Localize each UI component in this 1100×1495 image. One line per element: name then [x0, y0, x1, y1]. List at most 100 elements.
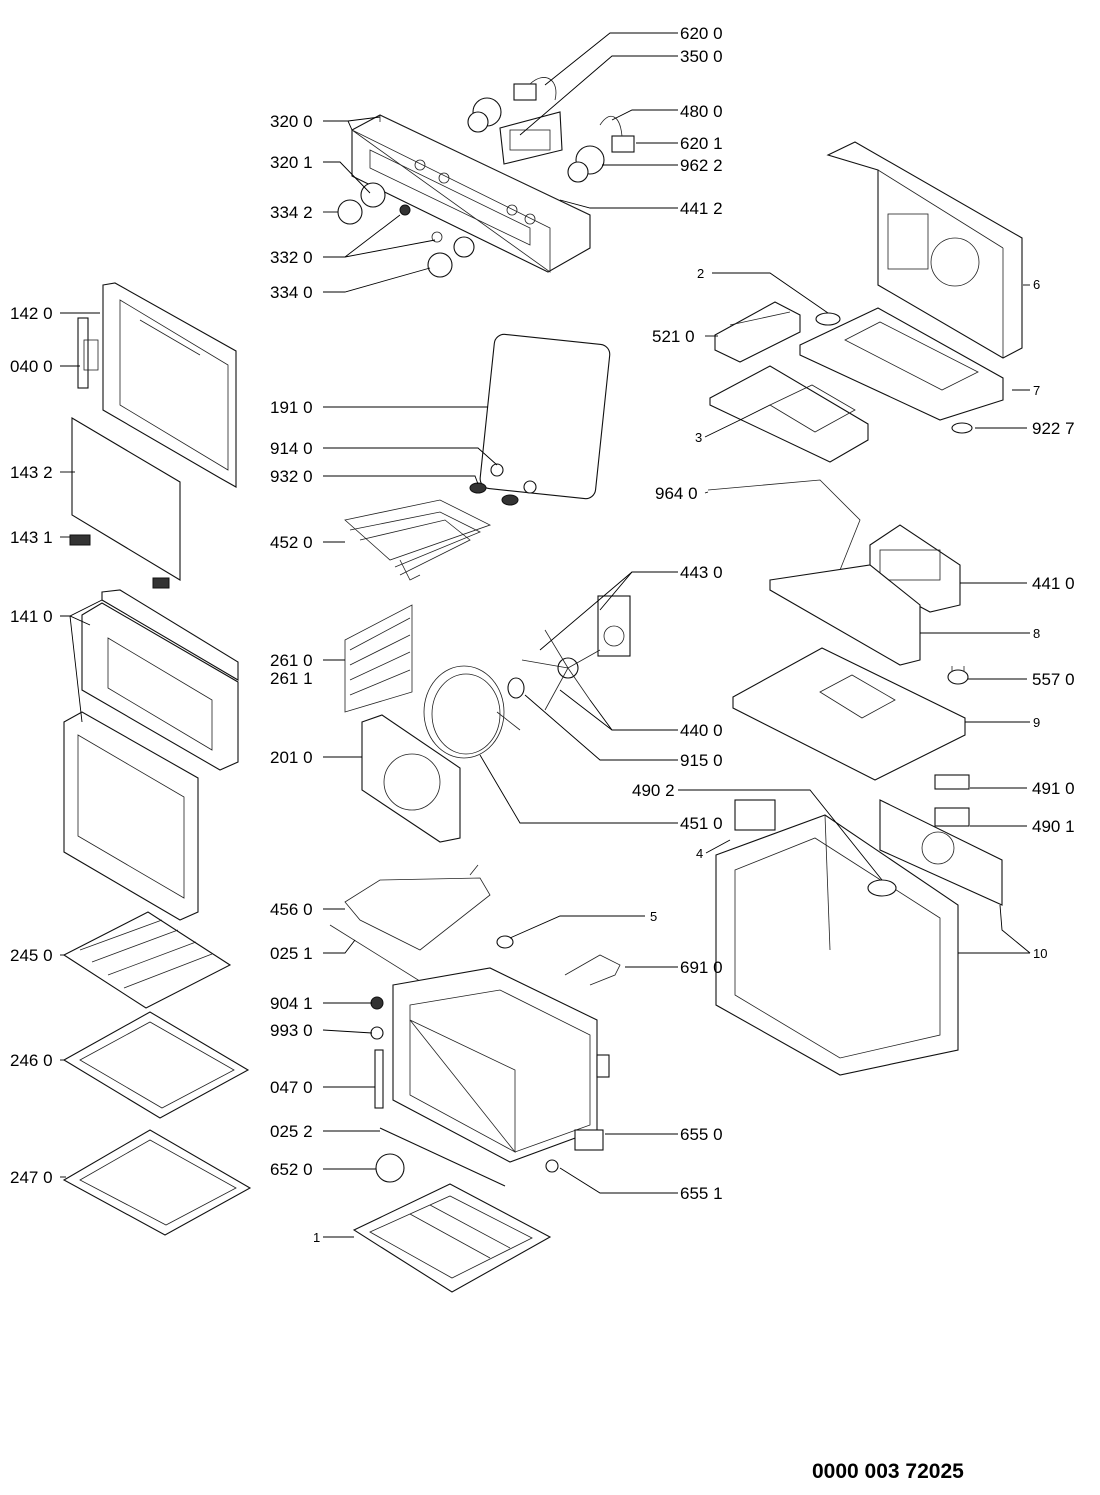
label-6: 6 — [1033, 277, 1040, 292]
safety-thermostat — [375, 1153, 405, 1183]
label-320-1: 320 1 — [270, 153, 313, 172]
label-620-1: 620 1 — [680, 134, 723, 153]
base-plate — [352, 1183, 552, 1293]
label-247-0: 247 0 — [10, 1168, 53, 1187]
label-5: 5 — [650, 909, 657, 924]
label-490-1: 490 1 — [1032, 817, 1075, 836]
label-332-0: 332 0 — [270, 248, 313, 267]
label-451-0: 451 0 — [680, 814, 723, 833]
baking-tray — [62, 1011, 250, 1119]
label-521-0: 521 0 — [652, 327, 695, 346]
label-143-1: 143 1 — [10, 528, 53, 547]
door-hinge — [77, 317, 99, 389]
label-141-0: 141 0 — [10, 607, 53, 626]
label-655-0: 655 0 — [680, 1125, 723, 1144]
grommet — [815, 312, 841, 326]
label-491-0: 491 0 — [1032, 779, 1075, 798]
door-gasket — [479, 333, 611, 500]
bottom-strip — [379, 1127, 506, 1187]
fan-blade — [521, 629, 601, 711]
label-025-1: 025 1 — [270, 944, 313, 963]
label-2: 2 — [697, 266, 704, 281]
fan-motor — [597, 595, 631, 657]
top-switches-group — [467, 77, 635, 183]
document-number: 0000 003 72025 — [812, 1460, 964, 1483]
part-labels: 620 0 350 0 320 0 480 0 620 1 320 1 962 … — [10, 24, 1075, 1245]
label-557-0: 557 0 — [1032, 670, 1075, 689]
label-914-0: 914 0 — [270, 439, 313, 458]
label-932-0: 932 0 — [270, 467, 313, 486]
label-443-0: 443 0 — [680, 563, 723, 582]
thermostat — [947, 666, 969, 685]
label-441-0: 441 0 — [1032, 574, 1075, 593]
label-1: 1 — [313, 1230, 320, 1245]
label-620-0: 620 0 — [680, 24, 723, 43]
label-7: 7 — [1033, 383, 1040, 398]
control-panel — [351, 114, 591, 273]
door-inner-frame — [102, 282, 237, 488]
terminal-block — [934, 774, 970, 790]
rear-panel — [361, 714, 461, 843]
label-9: 9 — [1033, 715, 1040, 730]
label-691-0: 691 0 — [680, 958, 723, 977]
label-246-0: 246 0 — [10, 1051, 53, 1070]
label-334-2: 334 2 — [270, 203, 313, 222]
label-655-1: 655 1 — [680, 1184, 723, 1203]
outer-door — [63, 589, 239, 921]
grill-element — [344, 499, 492, 581]
label-452-0: 452 0 — [270, 533, 313, 552]
washer — [951, 422, 973, 434]
clip — [370, 1026, 384, 1040]
leader-lines — [60, 32, 1031, 1238]
mounting-plate — [709, 365, 869, 463]
label-964-0: 964 0 — [655, 484, 698, 503]
circular-element — [423, 665, 521, 759]
door-glass — [71, 417, 181, 581]
label-962-2: 962 2 — [680, 156, 723, 175]
label-025-2: 025 2 — [270, 1122, 313, 1141]
knobs-group — [337, 182, 475, 278]
label-915-0: 915 0 — [680, 751, 723, 770]
label-440-0: 440 0 — [680, 721, 723, 740]
lamp — [496, 935, 514, 949]
label-261-1: 261 1 — [270, 669, 313, 688]
label-441-2: 441 2 — [680, 199, 723, 218]
shelf-supports — [344, 604, 413, 713]
label-320-0: 320 0 — [270, 112, 313, 131]
label-3: 3 — [695, 430, 702, 445]
cable-clamp — [734, 799, 776, 831]
wire-rack — [62, 911, 232, 1009]
label-047-0: 047 0 — [270, 1078, 313, 1097]
cooling-tube — [707, 479, 861, 571]
label-480-0: 480 0 — [680, 102, 723, 121]
label-993-0: 993 0 — [270, 1021, 313, 1040]
door-lock — [564, 954, 621, 986]
control-board — [714, 301, 801, 363]
cooling-duct — [769, 564, 921, 666]
label-652-0: 652 0 — [270, 1160, 313, 1179]
label-4: 4 — [696, 846, 703, 861]
filter — [934, 807, 970, 827]
label-904-1: 904 1 — [270, 994, 313, 1013]
oven-cavity — [392, 967, 610, 1163]
label-191-0: 191 0 — [270, 398, 313, 417]
top-tray — [799, 307, 1004, 421]
glass-clips — [69, 534, 170, 589]
lamp-cover — [545, 1159, 559, 1173]
label-245-0: 245 0 — [10, 946, 53, 965]
label-201-0: 201 0 — [270, 748, 313, 767]
label-350-0: 350 0 — [680, 47, 723, 66]
fan-bushing — [507, 677, 525, 699]
hinge-strip — [374, 1049, 384, 1109]
label-142-0: 142 0 — [10, 304, 53, 323]
top-cover-panel — [826, 141, 1023, 359]
label-922-7: 922 7 — [1032, 419, 1075, 438]
deep-tray — [62, 1129, 252, 1236]
separator-plate — [732, 647, 966, 781]
lamp-holder — [574, 1129, 604, 1151]
fixing-screw — [370, 996, 384, 1010]
label-456-0: 456 0 — [270, 900, 313, 919]
label-261-0: 261 0 — [270, 651, 313, 670]
label-490-2: 490 2 — [632, 781, 675, 800]
